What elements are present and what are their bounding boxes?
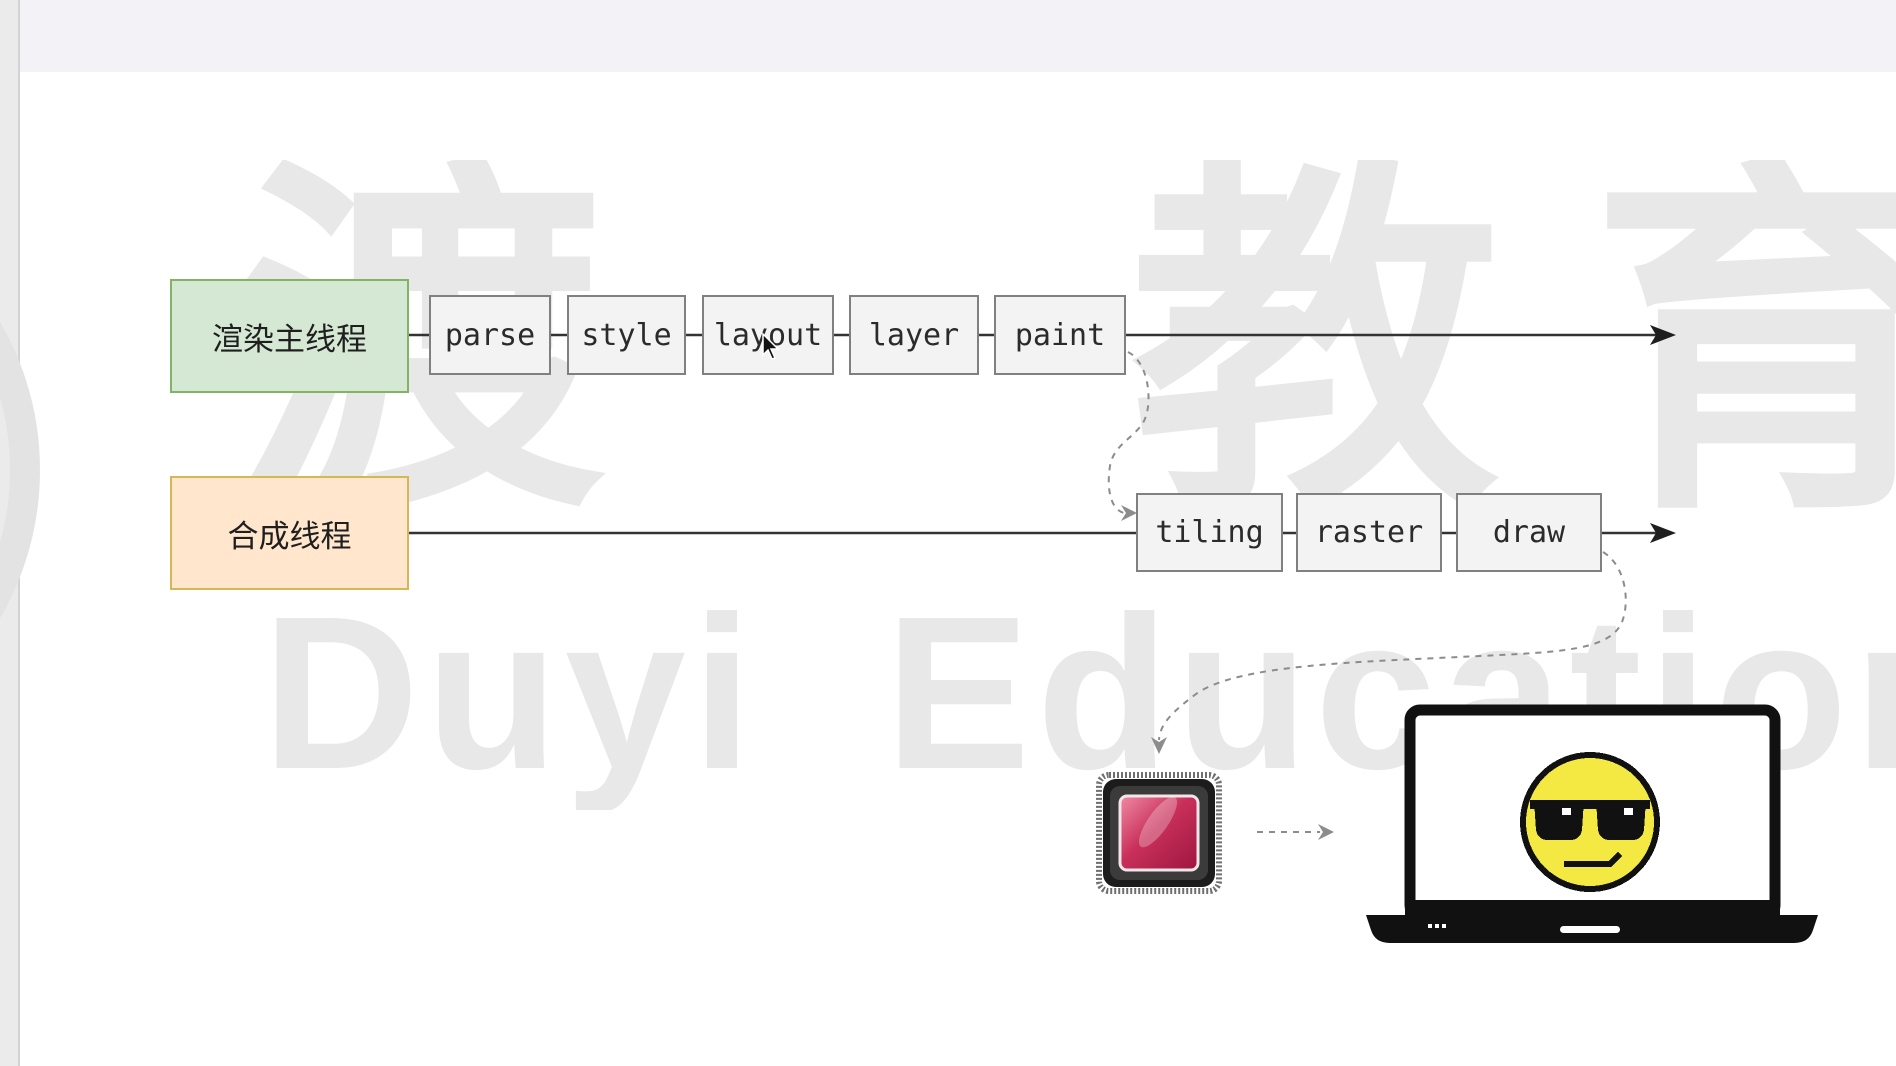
step-layer: layer <box>849 295 979 375</box>
watermark-char-jiao: 教 <box>1130 160 1500 550</box>
compositor-thread-arrowhead <box>1650 523 1676 543</box>
gpu-to-screen-arrowhead <box>1318 824 1334 840</box>
render-main-thread-label: 渲染主线程 <box>170 279 409 393</box>
step-style: style <box>567 295 686 375</box>
paint-to-tiling-arrowhead <box>1121 505 1137 521</box>
step-paint: paint <box>994 295 1126 375</box>
step-draw: draw <box>1456 493 1602 572</box>
watermark-char-yu: 育 <box>1590 160 1896 550</box>
step-tiling: tiling <box>1136 493 1283 572</box>
render-main-thread-arrowhead <box>1650 325 1676 345</box>
draw-to-gpu-arrowhead <box>1151 737 1167 754</box>
laptop-icon <box>1366 704 1818 943</box>
mouse-cursor-icon <box>762 332 780 360</box>
sunglasses-face-icon <box>1520 752 1660 892</box>
step-layout: layout <box>702 295 834 375</box>
step-parse: parse <box>429 295 551 375</box>
top-bar <box>0 0 1896 72</box>
logo-watermark-arc <box>0 321 40 619</box>
gpu-chip-icon <box>1096 772 1222 894</box>
paint-to-tiling-dashed-connector <box>1107 351 1150 514</box>
step-raster: raster <box>1296 493 1442 572</box>
draw-to-gpu-dashed-connector <box>1158 551 1627 741</box>
compositor-thread-label: 合成线程 <box>170 476 409 590</box>
